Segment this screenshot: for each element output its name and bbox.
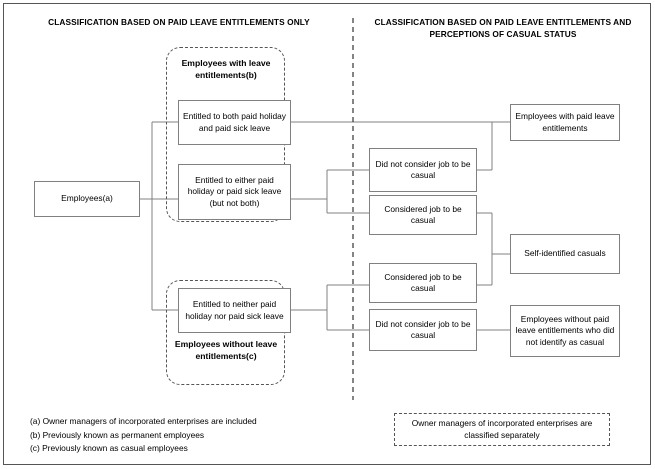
footnote-b: (b) Previously known as permanent employ…	[30, 429, 205, 440]
node-entitled-both[interactable]: Entitled to both paid holiday and paid s…	[178, 100, 291, 145]
node-considered-casual-lower[interactable]: Considered job to be casual	[369, 263, 477, 303]
node-did-not-consider-casual-upper[interactable]: Did not consider job to be casual	[369, 148, 477, 192]
node-did-not-consider-casual-lower[interactable]: Did not consider job to be casual	[369, 309, 477, 351]
node-output-self-identified-casuals[interactable]: Self-identified casuals	[510, 234, 620, 274]
group-with-leave-entitlements-label: Employees with leave entitlements(b)	[181, 58, 271, 80]
header-left: CLASSIFICATION BASED ON PAID LEAVE ENTIT…	[48, 17, 310, 27]
note-owner-managers: Owner managers of incorporated enterpris…	[394, 413, 610, 446]
node-entitled-either[interactable]: Entitled to either paid holiday or paid …	[178, 164, 291, 220]
footnote-a: (a) Owner managers of incorporated enter…	[30, 416, 257, 426]
node-entitled-neither[interactable]: Entitled to neither paid holiday nor pai…	[178, 288, 291, 333]
node-considered-casual-upper[interactable]: Considered job to be casual	[369, 195, 477, 235]
node-output-employees-with-paid-leave[interactable]: Employees with paid leave entitlements	[510, 104, 620, 141]
footnotes: (a) Owner managers of incorporated enter…	[30, 415, 330, 456]
footnote-c: (c) Previously known as casual employees	[30, 443, 188, 453]
header-right: CLASSIFICATION BASED ON PAID LEAVE ENTIT…	[374, 17, 632, 39]
outer-frame	[3, 3, 651, 465]
group-without-leave-entitlements-label: Employees without leave entitlements(c)	[174, 339, 278, 361]
node-output-employees-without-paid-leave[interactable]: Employees without paid leave entitlement…	[510, 305, 620, 357]
node-employees-root[interactable]: Employees(a)	[34, 181, 140, 217]
